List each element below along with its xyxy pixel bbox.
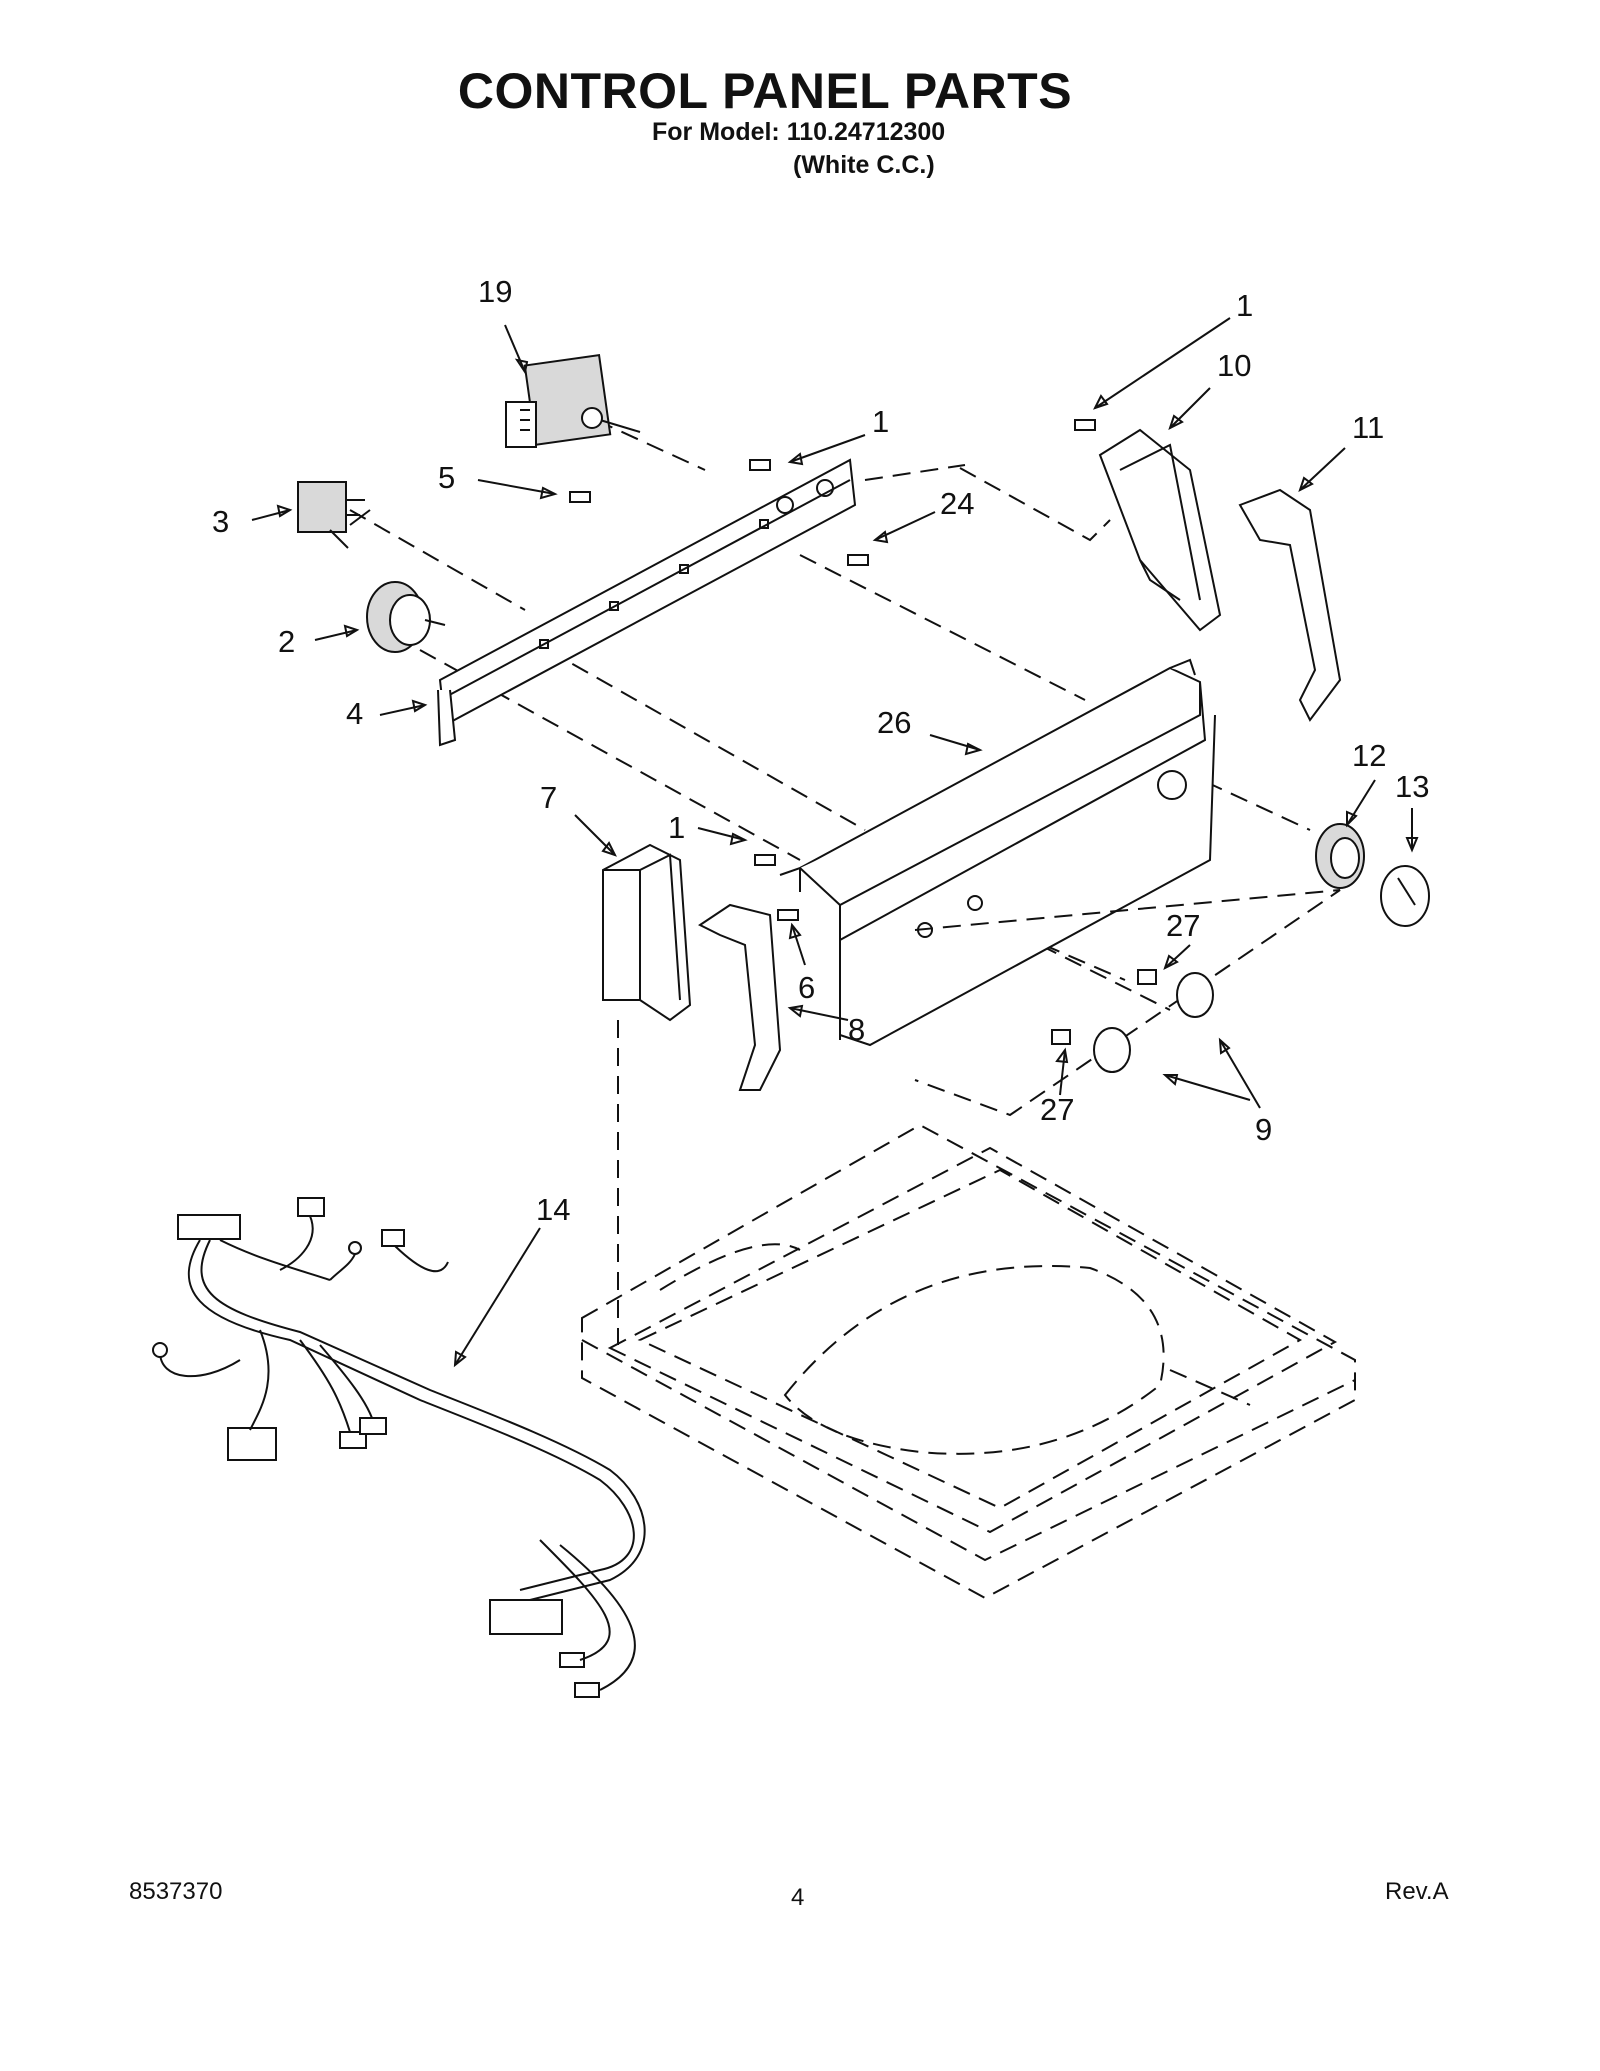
- callout-5: 5: [438, 460, 455, 495]
- callout-6: 6: [798, 970, 815, 1005]
- machine-top-outline: [581, 1123, 1356, 1600]
- callout-3: 3: [212, 504, 229, 539]
- callout-1-mid: 1: [872, 404, 889, 439]
- model-line: For Model: 110.24712300: [652, 118, 946, 146]
- callout-12: 12: [1352, 738, 1386, 773]
- part-7-left-endcap: [602, 843, 692, 1022]
- part-2-selector: [366, 581, 446, 653]
- part-8-left-trim: [698, 903, 782, 1091]
- part-11-right-trim: [1238, 488, 1342, 722]
- doc-number: 8537370: [129, 1878, 223, 1905]
- part-27-knobs: [914, 889, 1341, 1117]
- part-14-wire-harness: [152, 1197, 646, 1698]
- callout-7: 7: [540, 780, 557, 815]
- page-title: CONTROL PANEL PARTS: [457, 63, 1073, 119]
- callout-27-bottom: 27: [1040, 1092, 1074, 1127]
- callout-13: 13: [1395, 769, 1429, 804]
- callout-4: 4: [346, 696, 363, 731]
- part-19-timer: [505, 353, 641, 448]
- part-10-right-endcap: [1098, 428, 1222, 632]
- screws: [569, 419, 1096, 921]
- part-4-control-board: [437, 458, 857, 747]
- callout-19: 19: [478, 274, 512, 309]
- callout-labels: 19 1 10 11 1 5 24 3 2 4 26 12 13 7 1 27 …: [212, 274, 1429, 1227]
- callout-24: 24: [940, 486, 974, 521]
- part-12-13-knob: [1315, 823, 1430, 927]
- callout-14: 14: [536, 1192, 570, 1227]
- leader-lines: [251, 317, 1419, 1368]
- callout-2: 2: [278, 624, 295, 659]
- callout-26: 26: [877, 705, 911, 740]
- callout-1-top: 1: [1236, 288, 1253, 323]
- callout-1-low: 1: [668, 810, 685, 845]
- page-number: 4: [791, 1884, 805, 1911]
- part-26-console: [779, 658, 1216, 1047]
- variant-line: (White C.C.): [793, 151, 935, 179]
- callout-10: 10: [1217, 348, 1251, 383]
- part-3-switch: [297, 481, 371, 549]
- revision: Rev.A: [1385, 1878, 1449, 1905]
- callout-8: 8: [848, 1012, 865, 1047]
- callout-11: 11: [1352, 410, 1384, 445]
- callout-27-top: 27: [1166, 908, 1200, 943]
- callout-9: 9: [1255, 1112, 1272, 1147]
